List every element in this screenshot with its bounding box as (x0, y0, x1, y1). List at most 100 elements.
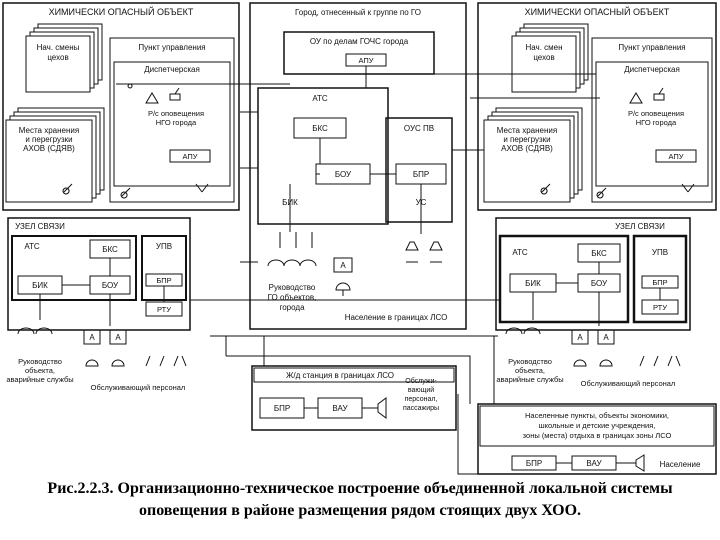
railway-served-line3: персонал, (405, 396, 438, 403)
railway-vau: ВАУ (332, 404, 348, 413)
city-leadership-line3: города (279, 303, 305, 312)
left-node-ats: АТС (24, 242, 40, 251)
railway-served-line1: Обслужи- (405, 377, 437, 385)
right-node-leaders-line3: аварийные службы (496, 375, 563, 384)
left-alert-station-line1: Р/с оповещения (148, 109, 204, 118)
left-node-bik: БИК (32, 281, 48, 290)
right-control-point-label: Пункт управления (618, 43, 685, 52)
right-node-upv: УПВ (652, 248, 668, 257)
left-storage-line2: и перегрузки (25, 135, 72, 144)
right-horn-icon-1 (540, 183, 551, 195)
settlements-line3: зоны (места) отдыха в границах зоны ЛСО (523, 431, 672, 440)
right-node-loudspeaker-icons (639, 355, 681, 367)
left-node-a1: А (89, 333, 95, 342)
settlements-vau: ВАУ (586, 459, 602, 468)
left-node-leaders-line2: объекта, (25, 366, 55, 375)
city-apu-label: АПУ (358, 56, 373, 65)
caption-line2: оповещения в районе размещения рядом сто… (138, 502, 582, 519)
alert-system-diagram: ХИМИЧЕСКИ ОПАСНЫЙ ОБЪЕКТ Нач. смены цехо… (2, 2, 717, 475)
right-apu-box (655, 149, 697, 163)
left-node-loudspeaker-icons (145, 355, 187, 367)
right-alert-station-line1: Р/с оповещения (628, 109, 684, 118)
settlements: Населенные пункты, объекты экономики, шк… (477, 403, 717, 475)
city-loudspeaker-icons (405, 241, 443, 263)
left-storage-line3: АХОВ (СДЯВ) (23, 144, 75, 153)
right-node-bks: БКС (591, 249, 607, 258)
left-comm-node: УЗЕЛ СВЯЗИ АТС БКС БИК БОУ УПВ БПР РТУ А… (6, 217, 191, 392)
right-node-leaders-line1: Руководство (508, 357, 552, 366)
right-dispatcher-box (595, 61, 709, 187)
city-leadership-speaker-icons (267, 259, 317, 267)
right-phone-icon-2 (653, 87, 665, 101)
city-population-label: Население в границах ЛСО (345, 313, 448, 322)
left-node-staff: Обслуживающий персонал (91, 383, 186, 392)
left-shift-heads-box: Нач. смены цехов (25, 23, 103, 93)
right-node-a1-box (571, 329, 589, 345)
right-node-speaker-icons (505, 327, 613, 367)
left-node-a1-box (83, 329, 101, 345)
figure-caption: Рис.2.2.3. Организационно-техническое по… (0, 478, 720, 522)
city-leadership-line2: ГО объектов, (268, 293, 317, 302)
city-a-label: А (340, 261, 346, 270)
left-hazard-object: ХИМИЧЕСКИ ОПАСНЫЙ ОБЪЕКТ Нач. смены цехо… (2, 2, 240, 211)
right-node-a2: А (603, 333, 609, 342)
city-bou-label: БОУ (335, 170, 352, 179)
city-bpr-label: БПР (413, 170, 429, 179)
city-ats-label: АТС (312, 94, 328, 103)
city-a-box (333, 257, 353, 273)
settlements-line1: Населенные пункты, объекты экономики, (525, 411, 669, 420)
left-phone-icon-1 (145, 92, 159, 104)
left-dispatcher-label: Диспетчерская (144, 65, 200, 74)
right-shift-heads-line1: Нач. смен (525, 43, 562, 52)
left-node-a2: А (115, 333, 121, 342)
right-storage-line2: и перегрузки (503, 135, 550, 144)
railway-served-line4: пассажиры (403, 405, 439, 412)
railway-horn-icon (377, 397, 387, 419)
right-node-staff: Обслуживающий персонал (581, 379, 676, 388)
city-go-hq-label: ОУ по делам ГОЧС города (310, 37, 409, 46)
city-ous-pv-label: ОУС ПВ (404, 124, 434, 133)
right-shift-heads-line2: цехов (533, 53, 554, 62)
railway-title: Ж/д станция в границах ЛСО (286, 371, 394, 380)
left-storage-line1: Места хранения (19, 126, 79, 135)
city-siren-icon (335, 282, 351, 296)
settlements-bpr: БПР (526, 459, 542, 468)
left-shift-heads-line1: Нач. смены (37, 43, 80, 52)
right-apu-label: АПУ (668, 152, 683, 161)
right-horn-icon-2 (596, 187, 607, 199)
left-node-upv: УПВ (156, 242, 172, 251)
right-node-bpr: БПР (652, 278, 667, 287)
left-storage-box: Места хранения и перегрузки АХОВ (СДЯВ) (5, 107, 105, 203)
left-node-rtu: РТУ (157, 305, 171, 314)
settlements-horn-icon (635, 454, 645, 472)
left-shift-heads-line2: цехов (47, 53, 68, 62)
right-node-leaders-line2: объекта, (515, 366, 545, 375)
left-node-title: УЗЕЛ СВЯЗИ (15, 222, 65, 231)
right-storage-box: Места хранения и перегрузки АХОВ (СДЯВ) (483, 107, 583, 203)
left-node-bou: БОУ (102, 281, 119, 290)
right-node-title: УЗЕЛ СВЯЗИ (615, 222, 665, 231)
settlements-population: Население (660, 460, 701, 469)
right-node-bou: БОУ (591, 279, 608, 288)
right-storage-line1: Места хранения (497, 126, 557, 135)
railway-station: Ж/д станция в границах ЛСО БПР ВАУ Обслу… (251, 365, 457, 431)
city-group: Город, отнесенный к группе по ГО ОУ по д… (249, 2, 467, 330)
left-control-point-box (109, 37, 235, 203)
railway-bpr: БПР (274, 404, 290, 413)
left-apu-box (169, 149, 211, 163)
city-title: Город, отнесенный к группе по ГО (295, 8, 421, 17)
left-phone-icon-2 (169, 87, 181, 101)
left-node-leaders-line1: Руководство (18, 357, 62, 366)
left-horn-icon-1 (62, 183, 73, 195)
left-object-title: ХИМИЧЕСКИ ОПАСНЫЙ ОБЪЕКТ (49, 6, 194, 17)
left-speaker-icon (195, 183, 209, 193)
right-storage-line3: АХОВ (СДЯВ) (501, 144, 553, 153)
right-node-ats: АТС (512, 248, 528, 257)
right-phone-icon-1 (629, 92, 643, 104)
city-bks-label: БКС (312, 124, 328, 133)
left-node-a2-box (109, 329, 127, 345)
left-dispatcher-box (113, 61, 231, 187)
left-node-leaders-line3: аварийные службы (6, 375, 73, 384)
right-shift-heads-box: Нач. смен цехов (511, 23, 589, 93)
caption-line1: Рис.2.2.3. Организационно-техническое по… (47, 480, 673, 497)
